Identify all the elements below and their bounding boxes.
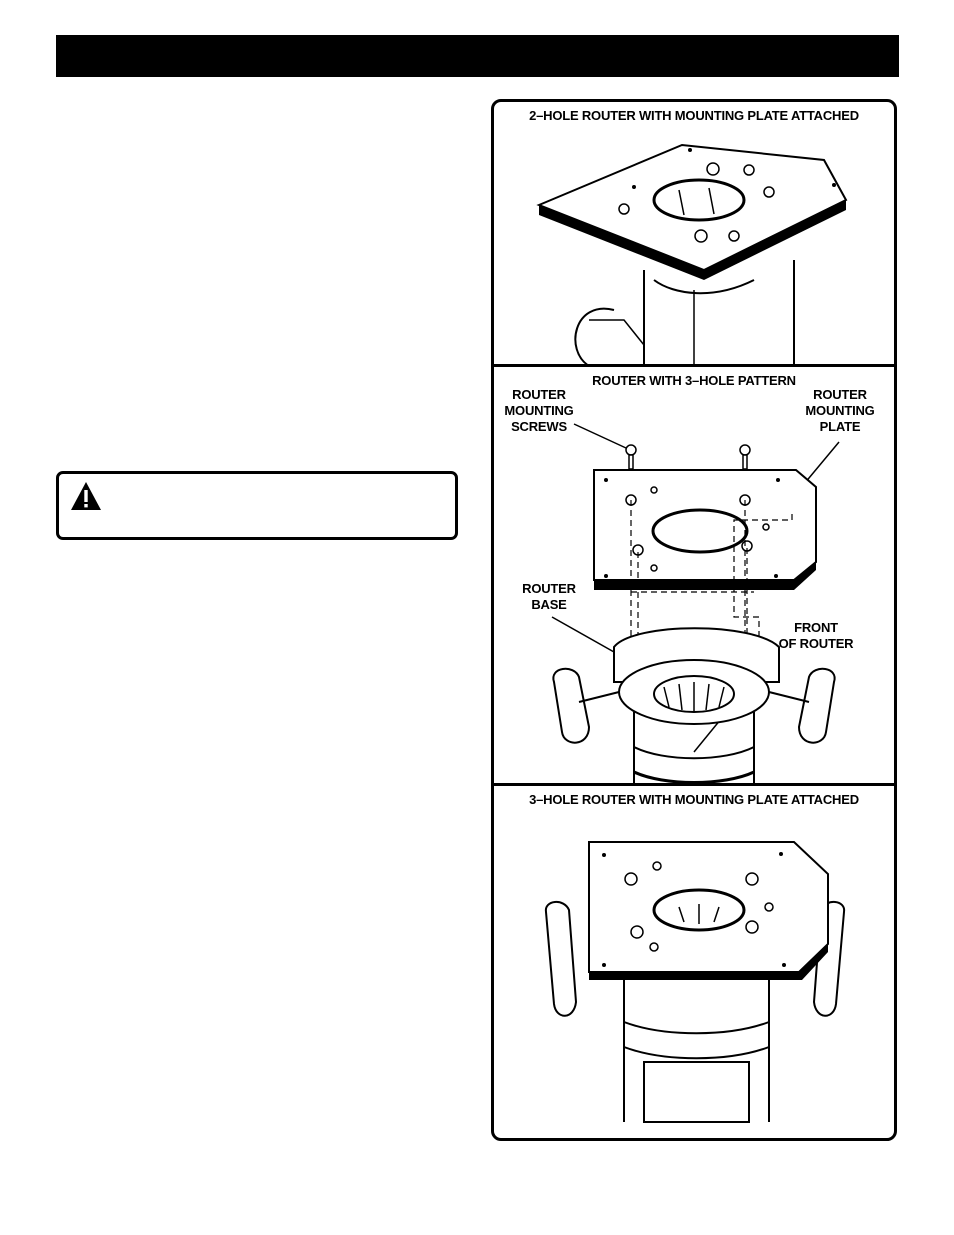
two-hole-router-plate-illustration [536, 143, 848, 366]
three-hole-router-plate-illustration [544, 841, 846, 1123]
caption-bottom: 3–HOLE ROUTER WITH MOUNTING PLATE ATTACH… [529, 792, 859, 807]
warning-box [56, 471, 458, 540]
header-bar [56, 35, 899, 77]
callout-router-mounting-plate: ROUTER MOUNTING PLATE [805, 387, 875, 434]
callout-router-base: ROUTER BASE [522, 581, 576, 612]
section-divider-1 [494, 364, 894, 367]
callout-front-of-router: FRONT OF ROUTER [778, 620, 854, 651]
warning-triangle-icon [71, 482, 101, 510]
callout-router-mounting-screws: ROUTER MOUNTING SCREWS [504, 387, 574, 434]
three-hole-pattern-illustration [551, 423, 840, 786]
caption-middle: ROUTER WITH 3–HOLE PATTERN [592, 373, 796, 388]
caption-top: 2–HOLE ROUTER WITH MOUNTING PLATE ATTACH… [529, 108, 859, 123]
section-divider-2 [494, 783, 894, 786]
figure-panel: 2–HOLE ROUTER WITH MOUNTING PLATE ATTACH… [491, 99, 897, 1141]
